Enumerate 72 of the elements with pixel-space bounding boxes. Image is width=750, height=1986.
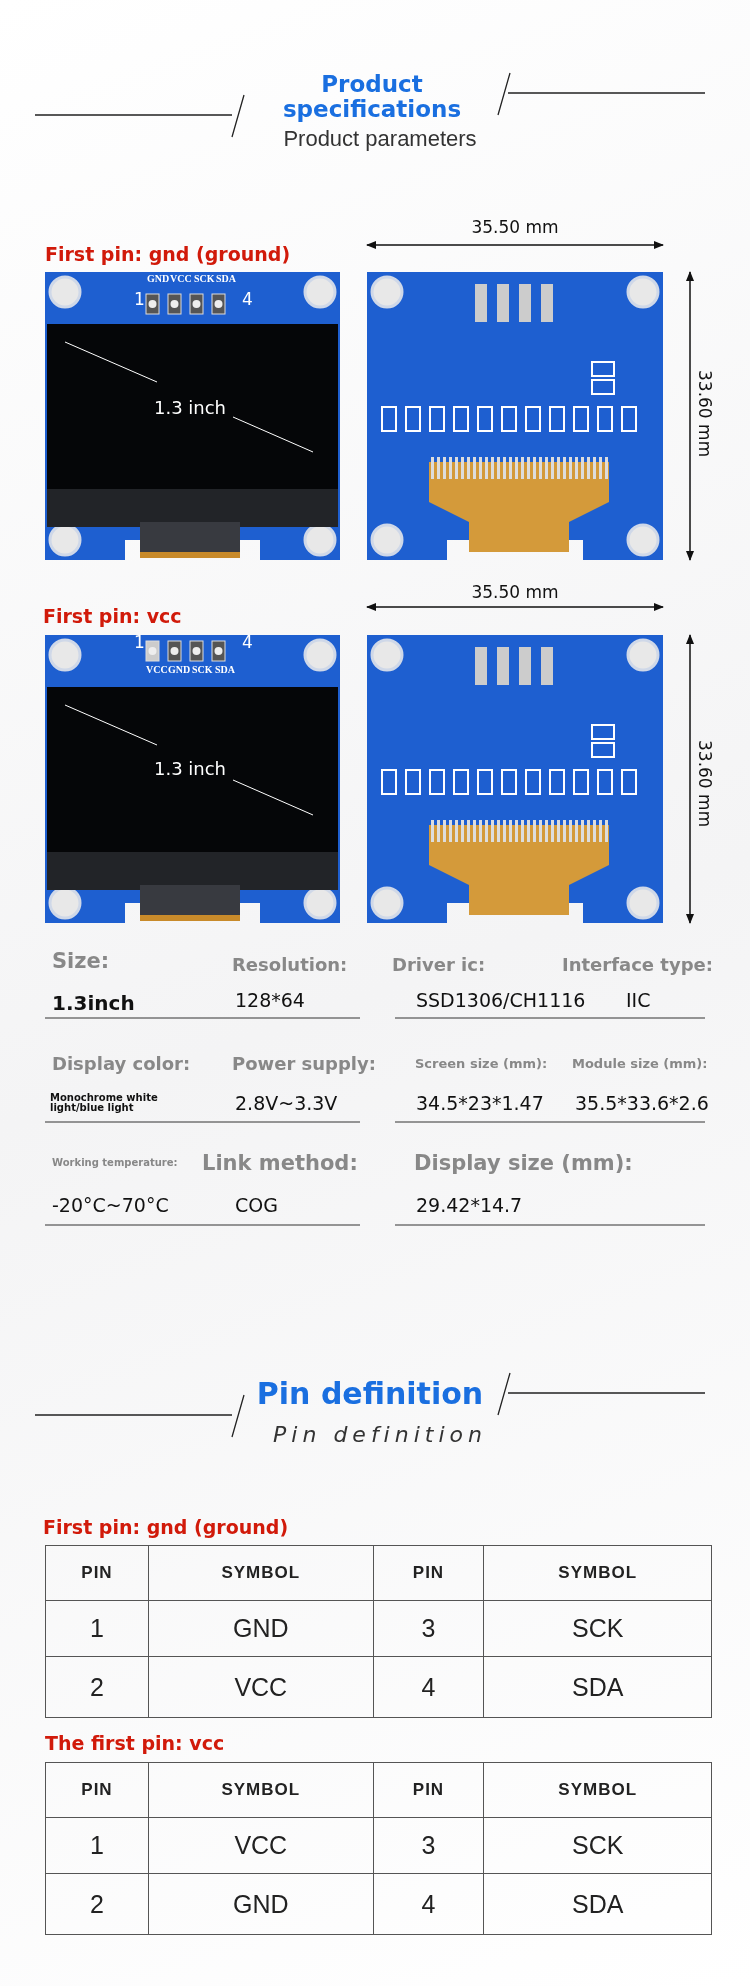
spec-value: 34.5*23*1.47 [416,1093,544,1114]
spec-label: Interface type: [562,955,713,975]
pin-label: SCK [194,273,215,284]
spec-value: 128*64 [235,990,305,1011]
table-header-cell: PIN [45,1545,149,1601]
table-cell: 4 [373,1873,484,1935]
spec-value: -20°C~70°C [52,1195,169,1216]
table-header-cell: SYMBOL [148,1545,374,1601]
pin-label: GND [147,273,170,284]
pin-number: 1 [134,633,145,652]
spec-label: Module size (mm): [572,1057,708,1072]
pin-label: VCC [170,273,192,284]
spec-label: Working temperature: [52,1157,178,1168]
pin-note: First pin: vcc [43,606,182,627]
spec-value: 35.5*33.6*2.6 [575,1093,709,1114]
pin-number: 4 [242,290,253,309]
table-header-cell: SYMBOL [148,1762,374,1818]
size-caption: 1.3 inch [153,759,227,779]
table-cell: 1 [45,1817,149,1874]
table-cell: 1 [45,1600,149,1657]
spec-value: 2.8V~3.3V [235,1093,338,1114]
pin-number: 1 [134,290,145,309]
spec-label: Driver ic: [392,955,486,975]
spec-value: 1.3inch [52,992,135,1014]
spec-value: 29.42*14.7 [416,1195,523,1216]
spec-label: Resolution: [232,955,348,975]
table-header-cell: PIN [373,1762,484,1818]
heading: Product specifications [281,72,463,123]
subheading: Product parameters [283,127,477,152]
table-cell: GND [148,1600,374,1657]
spec-label: Size: [52,950,110,974]
pin-label: VCC [146,664,168,675]
table-cell: 4 [373,1656,484,1718]
table-cell: GND [148,1873,374,1935]
heading: Pin definition [256,1377,484,1410]
table-header-cell: PIN [45,1762,149,1818]
dimension-label: 35.50 mm [471,583,559,602]
table-cell: 2 [45,1656,149,1718]
spec-value: IIC [626,990,651,1011]
spec-label: Display color: [52,1054,191,1074]
spec-label: Display size (mm): [414,1152,633,1176]
table-cell: SDA [483,1656,712,1718]
spec-label: Power supply: [232,1054,376,1074]
table-header-cell: SYMBOL [483,1762,712,1818]
table-cell: SCK [483,1600,712,1657]
spec-value: COG [235,1195,278,1216]
pin-label: SDA [216,273,236,284]
pin-label: GND [168,664,191,675]
table-header-cell: PIN [373,1545,484,1601]
table-cell: 3 [373,1600,484,1657]
subheading: Pin definition [273,1423,487,1448]
table-cell: VCC [148,1656,374,1718]
pin-note: First pin: gnd (ground) [45,244,291,265]
pin-note: First pin: gnd (ground) [43,1517,289,1538]
table-cell: SDA [483,1873,712,1935]
table-header-cell: SYMBOL [483,1545,712,1601]
dimension-label: 33.60 mm [695,370,714,458]
spec-label: Screen size (mm): [415,1057,548,1072]
pin-label: SDA [215,664,235,675]
table-cell: SCK [483,1817,712,1874]
spec-value: Monochrome white light/blue light [50,1093,159,1113]
dimension-label: 35.50 mm [471,218,559,237]
table-cell: VCC [148,1817,374,1874]
pin-label: SCK [192,664,213,675]
dimension-label: 33.60 mm [695,740,714,828]
table-cell: 3 [373,1817,484,1874]
table-cell: 2 [45,1873,149,1935]
spec-label: Link method: [202,1152,358,1176]
pin-note: The first pin: vcc [45,1733,225,1754]
spec-value: SSD1306/CH1116 [416,990,586,1011]
pin-number: 4 [242,633,253,652]
size-caption: 1.3 inch [153,398,227,418]
